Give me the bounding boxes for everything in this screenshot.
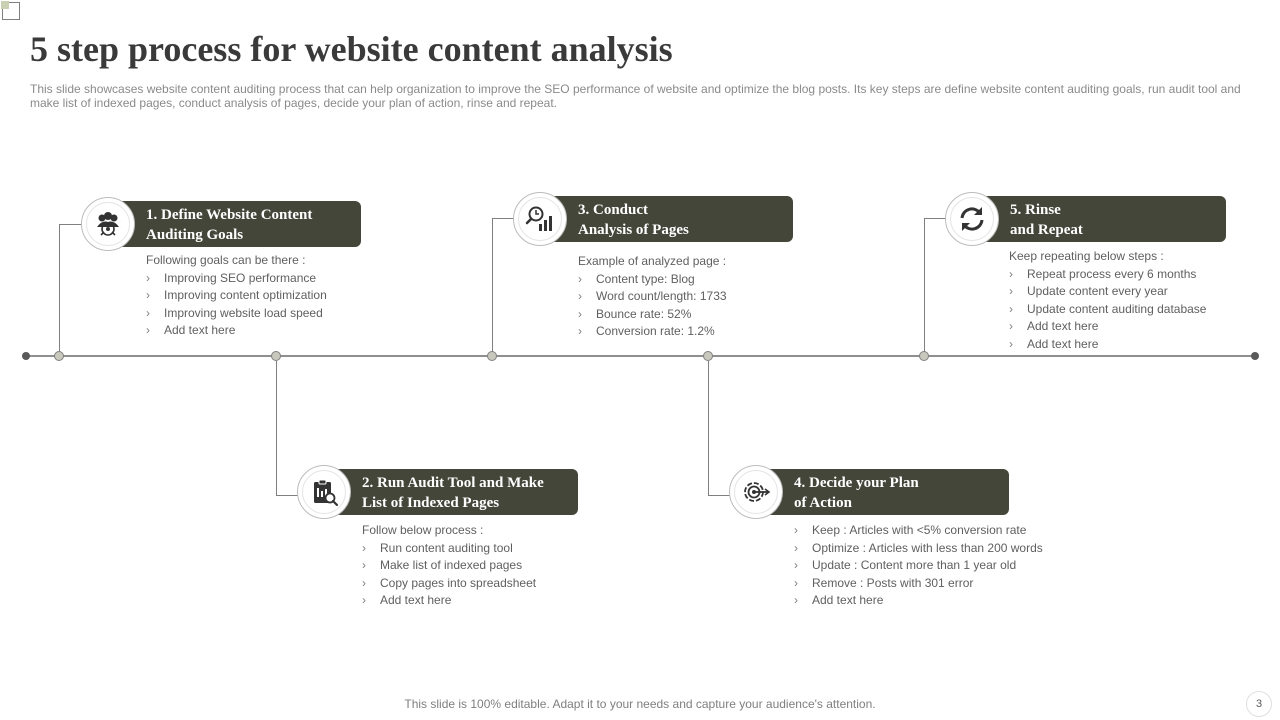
timeline-node-3 [487, 351, 497, 361]
step-5-item: Add text here [1009, 336, 1206, 354]
step-3-item: Word count/length: 1733 [578, 288, 727, 306]
timeline-axis [26, 355, 1256, 357]
step-2-item: Run content auditing tool [362, 540, 536, 558]
refresh-cycle-icon [960, 207, 984, 231]
analytics-search-icon [525, 206, 552, 231]
step-5-box: 5. Rinse and Repeat [972, 196, 1226, 242]
connector-step-1 [59, 224, 60, 352]
step-4-item: Update : Content more than 1 year old [794, 557, 1043, 575]
step-5-list: Repeat process every 6 months Update con… [1009, 266, 1206, 354]
team-goal-icon [97, 212, 119, 236]
step-1-intro: Following goals can be there : [146, 253, 306, 267]
step-2-item: Add text here [362, 592, 536, 610]
step-4-item: Keep : Articles with <5% conversion rate [794, 522, 1043, 540]
connector-step-4 [708, 361, 709, 496]
step-3-intro: Example of analyzed page : [578, 254, 727, 268]
slide-corner-marker [1, 1, 20, 20]
step-2-title-line-1: 2. Run Audit Tool and Make [362, 475, 544, 491]
step-5-title-line-1: 5. Rinse [1010, 202, 1061, 218]
step-1-box: 1. Define Website Content Auditing Goals [108, 201, 361, 247]
step-1-details: Following goals can be there : Improving… [146, 252, 327, 340]
page-number: 3 [1246, 691, 1272, 717]
step-4-list: Keep : Articles with <5% conversion rate… [794, 522, 1043, 610]
step-4-title-line-2: of Action [794, 495, 852, 511]
timeline-node-2 [271, 351, 281, 361]
step-1-item: Improving content optimization [146, 287, 327, 305]
step-4-title-line-1: 4. Decide your Plan [794, 475, 919, 491]
step-5-icon-circle [945, 192, 999, 246]
connector-step-5 [924, 218, 925, 352]
footer-note: This slide is 100% editable. Adapt it to… [404, 697, 876, 711]
step-4-details: Keep : Articles with <5% conversion rate… [794, 522, 1043, 610]
target-arrow-icon [744, 482, 771, 502]
step-2-details: Follow below process : Run content audit… [362, 522, 536, 610]
step-3-icon-circle [513, 192, 567, 246]
step-1-title-line-2: Auditing Goals [146, 227, 244, 243]
page-title: 5 step process for website content analy… [30, 29, 673, 69]
clipboard-search-icon [314, 479, 339, 507]
step-2-intro: Follow below process : [362, 523, 484, 537]
timeline-start-dot [22, 352, 30, 360]
step-4-item: Remove : Posts with 301 error [794, 575, 1043, 593]
step-5-title-line-2: and Repeat [1010, 222, 1083, 238]
step-3-list: Content type: Blog Word count/length: 17… [578, 271, 727, 341]
step-1-list: Improving SEO performance Improving cont… [146, 270, 327, 340]
step-5-item: Update content every year [1009, 283, 1206, 301]
step-1-title-line-1: 1. Define Website Content [146, 207, 313, 223]
step-3-item: Conversion rate: 1.2% [578, 323, 727, 341]
connector-step-1-h [59, 224, 85, 225]
step-5-details: Keep repeating below steps : Repeat proc… [1009, 248, 1206, 353]
connector-step-3-h [492, 218, 518, 219]
step-5-item: Update content auditing database [1009, 301, 1206, 319]
step-2-title-line-2: List of Indexed Pages [362, 495, 500, 511]
step-3-item: Bounce rate: 52% [578, 306, 727, 324]
step-3-details: Example of analyzed page : Content type:… [578, 253, 727, 341]
step-1-icon-circle [81, 197, 135, 251]
step-4-item: Optimize : Articles with less than 200 w… [794, 540, 1043, 558]
step-5-intro: Keep repeating below steps : [1009, 249, 1164, 263]
timeline-node-4 [703, 351, 713, 361]
connector-step-3 [492, 218, 493, 352]
step-3-item: Content type: Blog [578, 271, 727, 289]
step-1-item: Improving website load speed [146, 305, 327, 323]
step-2-icon-circle [297, 465, 351, 519]
timeline-node-1 [54, 351, 64, 361]
step-2-box: 2. Run Audit Tool and Make List of Index… [324, 469, 578, 515]
step-2-item: Copy pages into spreadsheet [362, 575, 536, 593]
timeline-node-5 [919, 351, 929, 361]
step-5-item: Add text here [1009, 318, 1206, 336]
step-3-title-line-2: Analysis of Pages [578, 222, 689, 238]
step-4-box: 4. Decide your Plan of Action [756, 469, 1009, 515]
connector-step-2 [276, 361, 277, 496]
connector-step-2-h [276, 495, 302, 496]
step-3-title-line-1: 3. Conduct [578, 202, 649, 218]
step-2-item: Make list of indexed pages [362, 557, 536, 575]
step-4-item: Add text here [794, 592, 1043, 610]
step-2-list: Run content auditing tool Make list of i… [362, 540, 536, 610]
page-subtitle: This slide showcases website content aud… [30, 82, 1241, 110]
step-1-item: Improving SEO performance [146, 270, 327, 288]
step-1-item: Add text here [146, 322, 327, 340]
step-3-box: 3. Conduct Analysis of Pages [540, 196, 793, 242]
connector-step-5-h [924, 218, 950, 219]
step-4-icon-circle [729, 465, 783, 519]
step-5-item: Repeat process every 6 months [1009, 266, 1206, 284]
connector-step-4-h [708, 495, 734, 496]
timeline-end-dot [1251, 352, 1259, 360]
